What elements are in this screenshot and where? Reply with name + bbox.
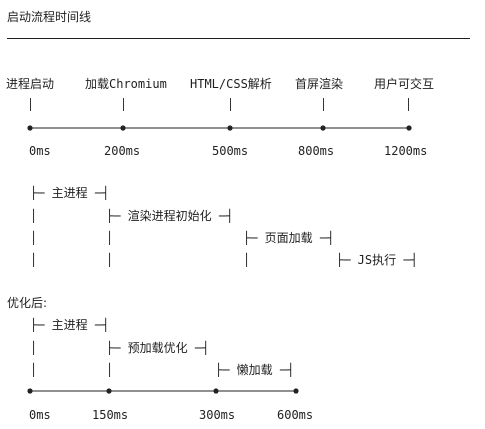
stage-label-interactive: 用户可交互 [374,77,435,91]
phase-connector: │ [106,363,114,377]
timeline2-point [293,388,299,394]
time-label: 800ms [298,144,335,158]
phase-connector: │ [30,341,38,355]
timeline1-point [320,125,326,131]
time-label: 1200ms [384,144,428,158]
title-underline [7,38,470,39]
stage-tick [123,98,124,111]
phase-main-process-optimized: ├─ 主进程 ─┤ [30,318,110,332]
time-label: 500ms [212,144,249,158]
timeline1-point [227,125,233,131]
timeline2-point [106,388,112,394]
phase-page-load: ├─ 页面加载 ─┤ [243,231,335,245]
timeline1-point [27,125,33,131]
timeline1-point [120,125,126,131]
phase-connector: │ [30,209,38,223]
stage-tick [30,98,31,111]
timeline2-point [213,388,219,394]
diagram-title: 启动流程时间线 [7,10,92,24]
phase-lazy-load: ├─ 懒加载 ─┤ [215,363,295,377]
stage-label-process-start: 进程启动 [6,77,55,91]
time-label: 600ms [277,408,314,422]
stage-label-first-paint: 首屏渲染 [295,77,344,91]
optimized-label: 优化后: [7,296,48,310]
timeline2-point [27,388,33,394]
time-label: 0ms [29,144,51,158]
time-label: 0ms [29,408,51,422]
time-label: 300ms [199,408,236,422]
timeline1-point [406,125,412,131]
stage-tick [408,98,409,111]
stage-label-html-css-parse: HTML/CSS解析 [190,77,272,91]
phase-connector: │ [30,231,38,245]
phase-js-exec: ├─ JS执行 ─┤ [336,253,418,267]
stage-tick [230,98,231,111]
stage-tick [323,98,324,111]
time-label: 200ms [104,144,141,158]
stage-label-load-chromium: 加载Chromium [85,77,167,91]
phase-connector: │ [30,363,38,377]
phase-connector: │ [30,253,38,267]
phase-connector: │ [106,231,114,245]
time-label: 150ms [92,408,129,422]
phase-preload-optimization: ├─ 预加载优化 ─┤ [106,341,210,355]
phase-renderer-init: ├─ 渲染进程初始化 ─┤ [106,209,234,223]
phase-main-process: ├─ 主进程 ─┤ [30,186,110,200]
phase-connector: │ [106,253,114,267]
phase-connector: │ [243,253,251,267]
